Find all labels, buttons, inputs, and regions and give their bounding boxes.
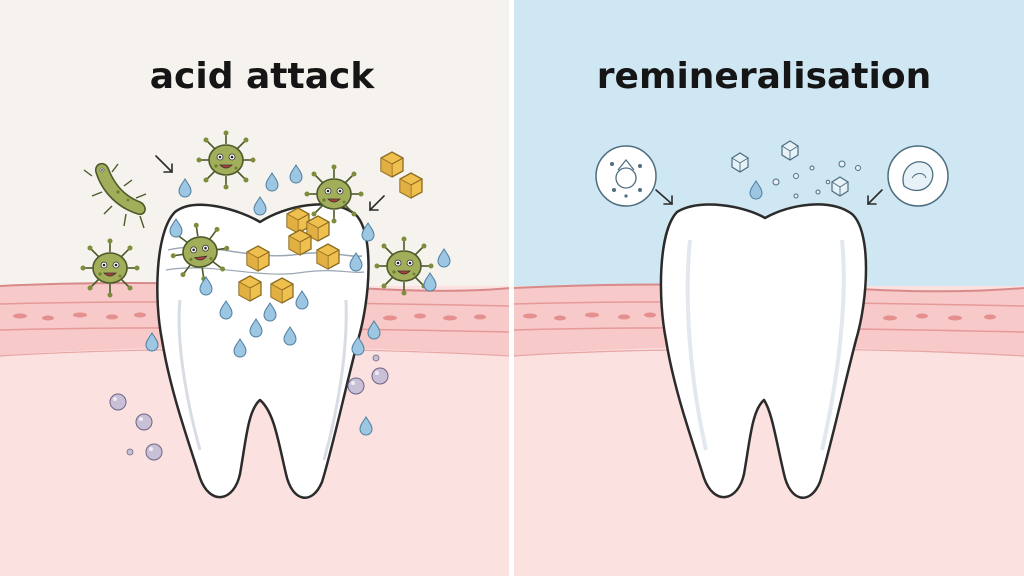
bacterium-icon (195, 129, 257, 191)
sugar-cube-icon (399, 172, 423, 199)
mineral-bubble-icon (109, 393, 127, 411)
healthy-tooth (659, 203, 868, 499)
sugar-cube-icon (286, 207, 310, 234)
arrow-icon (867, 189, 883, 205)
arrow-icon (369, 195, 385, 211)
mineral-loss (109, 354, 389, 461)
bacterium-icon (83, 162, 147, 229)
arrow-icon (655, 189, 673, 205)
mineral-circle-right (887, 145, 949, 207)
bacterium-icon (303, 163, 365, 225)
mineral-bubble-icon (371, 367, 389, 385)
mineral-bubbles-right (772, 160, 861, 199)
sugar-cube-icon (246, 245, 270, 272)
sugar-cube-icon (238, 275, 262, 302)
sugar-cube-icon (316, 243, 340, 270)
mineral-circle-left (595, 145, 657, 207)
mineral-bubble-icon (145, 443, 163, 461)
sugar-cube-icon (380, 151, 404, 178)
mineral-bubble-icon (135, 413, 153, 431)
sugar-cube-icon (270, 277, 294, 304)
mineral-crystal-icon (731, 152, 749, 173)
remineralisation-title: remineralisation (597, 56, 931, 97)
arrow-icon (155, 155, 173, 173)
acid-attack-title: acid attack (150, 56, 376, 97)
bacterium-icon (79, 237, 141, 299)
panel-divider (509, 0, 514, 576)
mineral-crystal-icon (781, 140, 799, 161)
mineral-crystal-icon (831, 176, 849, 197)
mineral-bubble-icon (347, 377, 365, 395)
sugar-cube-icon (288, 229, 312, 256)
